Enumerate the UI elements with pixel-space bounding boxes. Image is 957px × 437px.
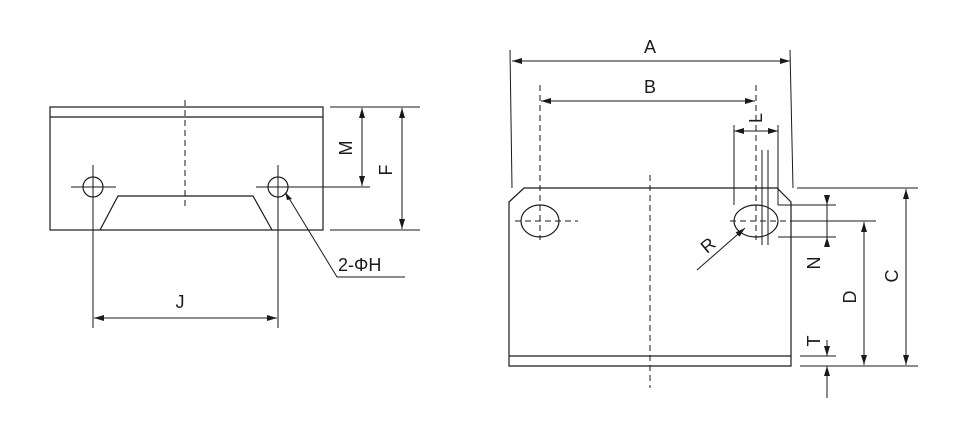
- dim-t-label: T: [804, 336, 824, 347]
- left-view-bottom-slot: [99, 195, 273, 231]
- right-view-outline: [508, 187, 792, 367]
- hole-callout-label: 2-ΦH: [338, 255, 381, 275]
- dim-a-label: A: [644, 37, 656, 57]
- dim-m-label: M: [336, 141, 356, 156]
- dim-r-leader: [696, 227, 746, 271]
- dim-c-label: C: [882, 270, 902, 283]
- dim-n-label: N: [804, 257, 824, 270]
- dim-j-label: J: [176, 292, 185, 312]
- left-view: J M F 2-ΦH: [49, 100, 420, 328]
- dim-f-label: F: [376, 165, 396, 176]
- dim-d-label: D: [840, 291, 860, 304]
- right-view: A B L R N D C T: [508, 37, 918, 398]
- dim-l-label: L: [746, 113, 766, 123]
- left-view-outline: [49, 106, 324, 231]
- hole-callout-leader: [286, 194, 405, 278]
- dim-b-label: B: [644, 77, 656, 97]
